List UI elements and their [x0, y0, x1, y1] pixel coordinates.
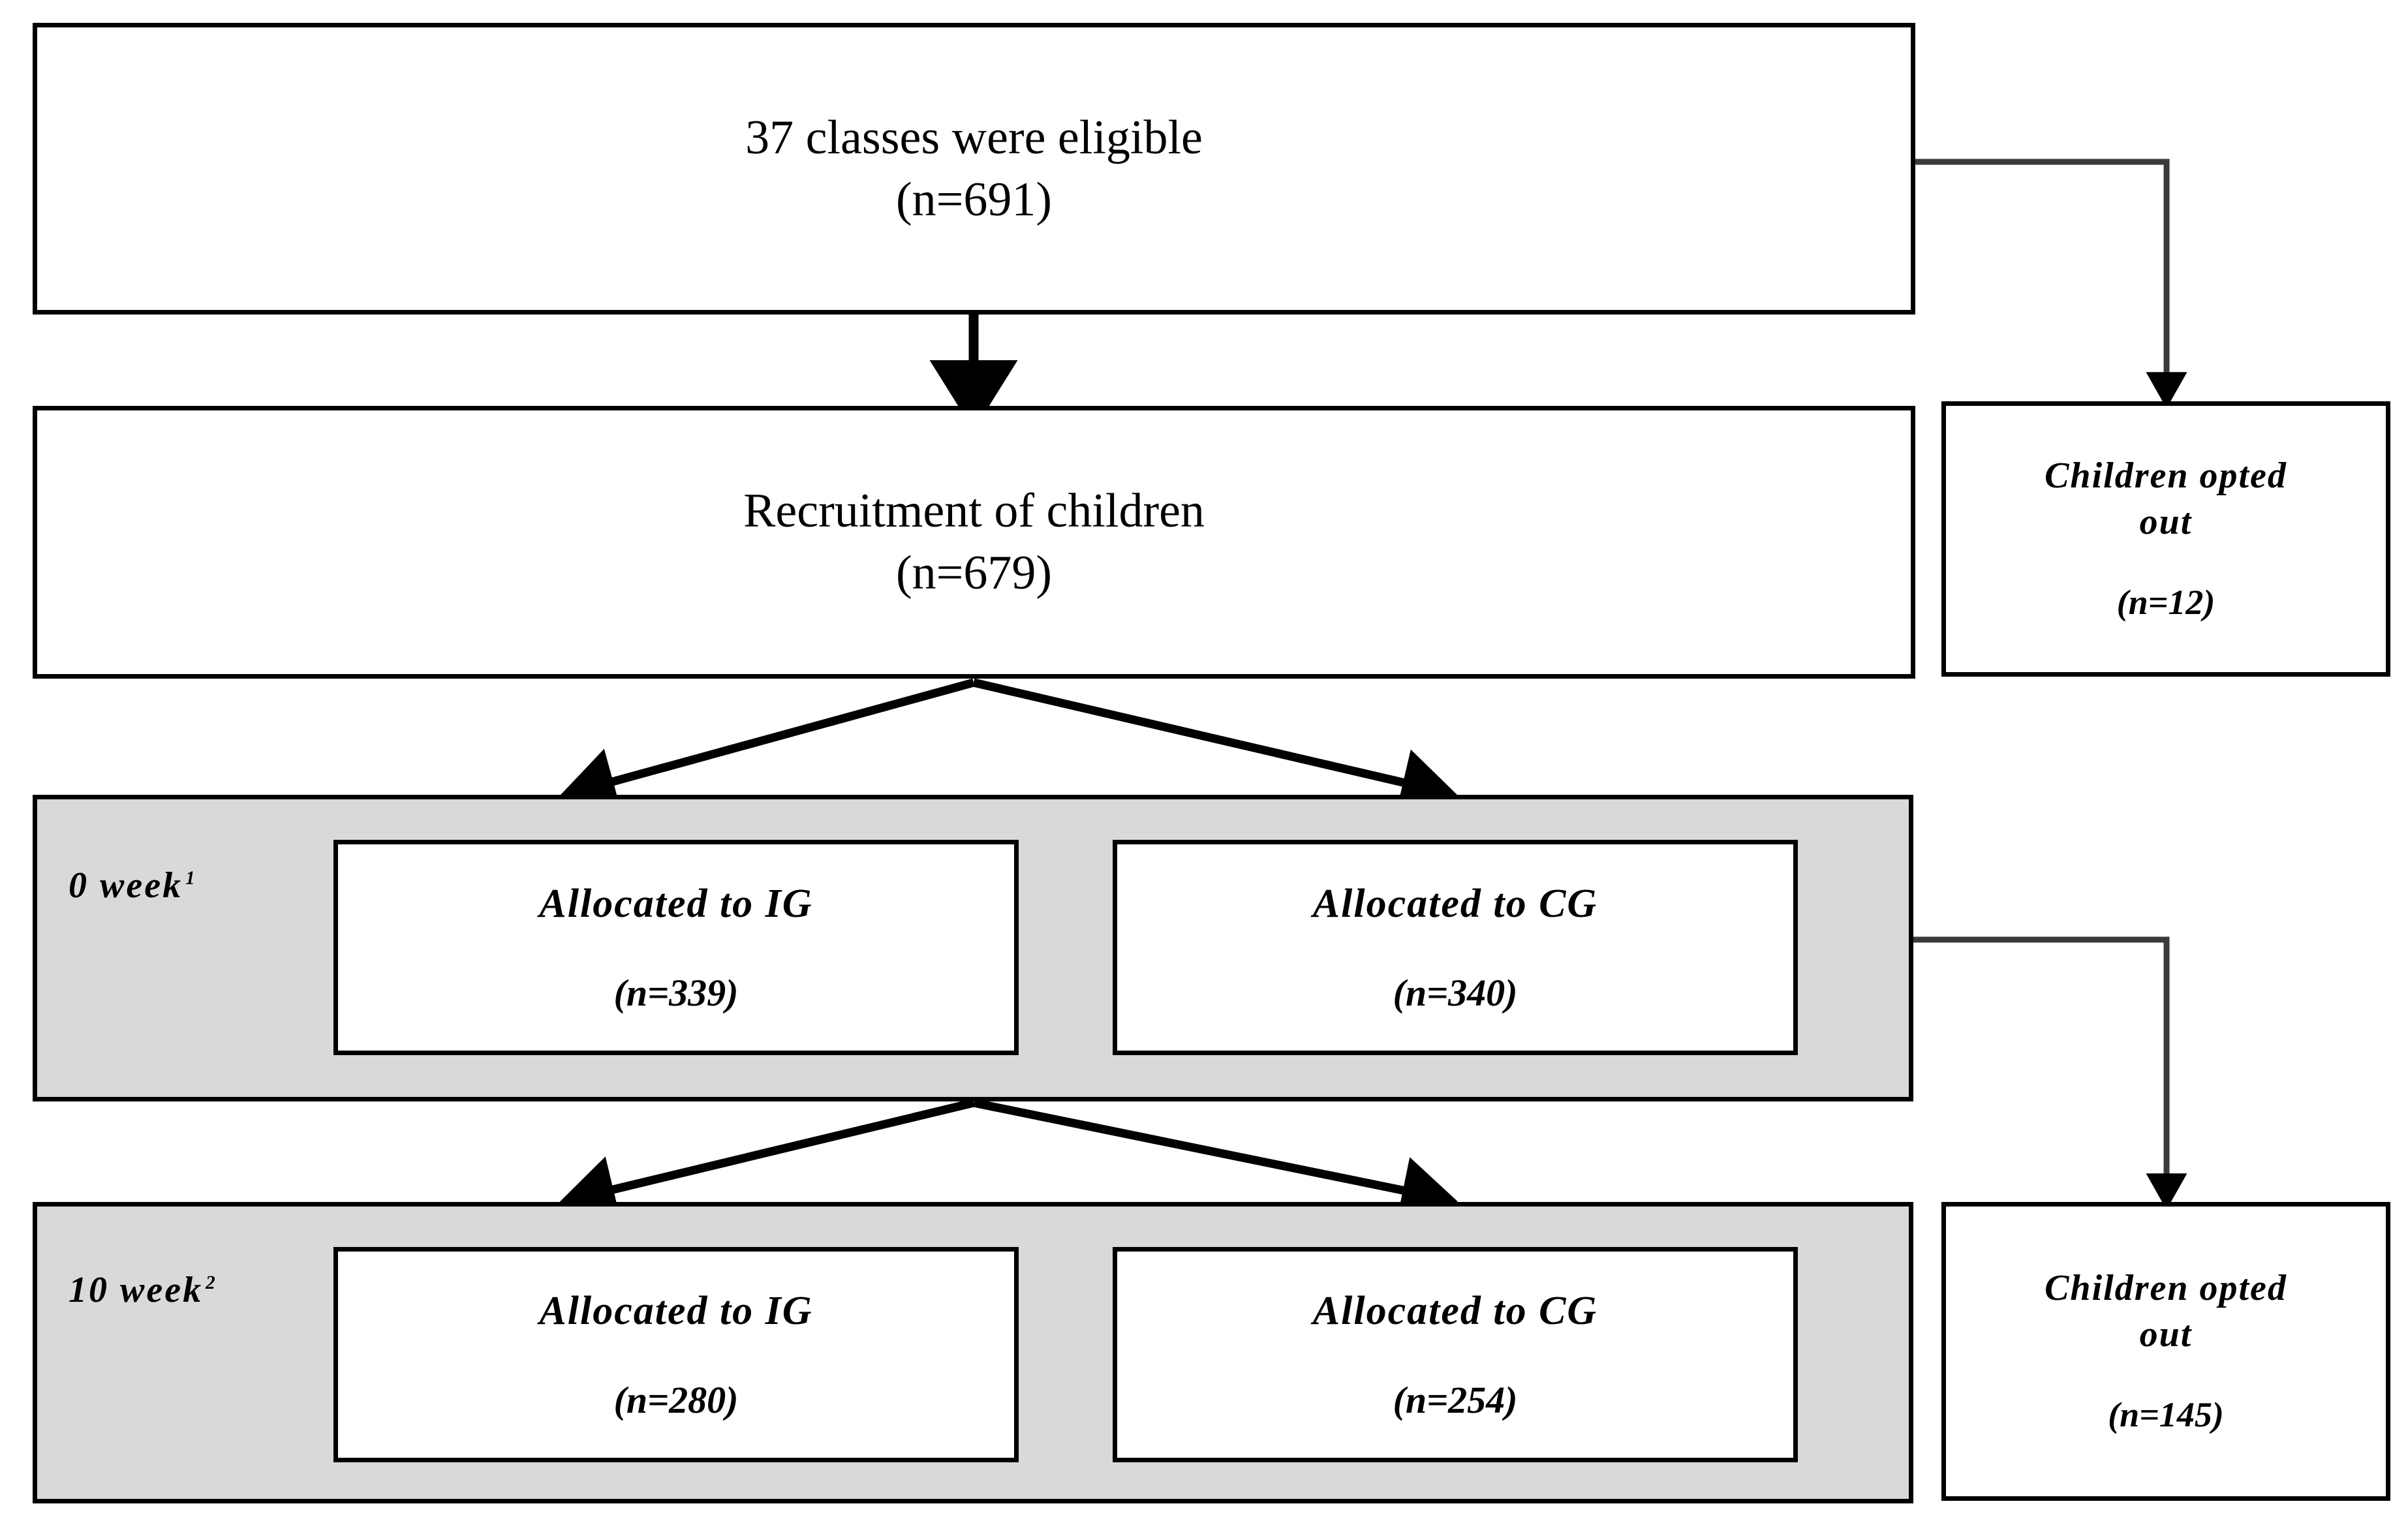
node-week10-cg-count: (n=254): [1393, 1378, 1518, 1421]
node-opted-out-top-line1: Children opted: [2045, 455, 2287, 496]
connector-week0-to-optedout-bottom: [1913, 936, 2187, 1210]
node-week10-ig[interactable]: Allocated to IG (n=280): [333, 1247, 1019, 1462]
connector-recruitment-to-ig0: [559, 678, 975, 814]
node-opted-out-top-line2: out: [2139, 502, 2193, 543]
panel-week10-stage-text: 10 week: [69, 1270, 204, 1310]
connector-week0-to-cg10: [972, 1098, 1458, 1224]
node-opted-out-top[interactable]: Children opted out (n=12): [1941, 401, 2390, 677]
node-week0-ig[interactable]: Allocated to IG (n=339): [333, 840, 1019, 1055]
panel-week0-stage-text: 0 week: [69, 865, 183, 906]
node-week0-cg[interactable]: Allocated to CG (n=340): [1113, 840, 1798, 1055]
node-eligible[interactable]: 37 classes were eligible (n=691): [33, 23, 1915, 315]
node-opted-out-top-count: (n=12): [2116, 583, 2215, 623]
node-eligible-title: 37 classes were eligible: [745, 110, 1203, 164]
node-opted-out-bottom[interactable]: Children opted out (n=145): [1941, 1202, 2390, 1501]
node-week10-ig-count: (n=280): [613, 1378, 739, 1421]
connector-eligible-to-optedout-top: [1915, 159, 2187, 408]
node-opted-out-bottom-line1: Children opted: [2045, 1267, 2287, 1308]
node-week10-ig-title: Allocated to IG: [539, 1289, 813, 1333]
node-recruitment-count: (n=679): [895, 546, 1053, 600]
node-opted-out-bottom-line2: out: [2139, 1314, 2193, 1355]
panel-week10-footnote-marker: 2: [206, 1272, 215, 1294]
node-recruitment[interactable]: Recruitment of children (n=679): [33, 406, 1915, 679]
node-eligible-count: (n=691): [895, 172, 1053, 226]
panel-week0-footnote-marker: 1: [185, 868, 195, 889]
node-week10-cg[interactable]: Allocated to CG (n=254): [1113, 1247, 1798, 1462]
node-week0-cg-count: (n=340): [1393, 971, 1518, 1014]
node-opted-out-bottom-count: (n=145): [2108, 1395, 2224, 1435]
node-recruitment-title: Recruitment of children: [743, 484, 1205, 538]
node-week0-ig-count: (n=339): [613, 971, 739, 1014]
node-week0-cg-title: Allocated to CG: [1312, 882, 1598, 926]
node-week0-ig-title: Allocated to IG: [539, 882, 813, 926]
node-week10-cg-title: Allocated to CG: [1312, 1289, 1598, 1333]
connector-week0-to-ig10: [559, 1098, 975, 1223]
connector-recruitment-to-cg0: [972, 678, 1458, 816]
